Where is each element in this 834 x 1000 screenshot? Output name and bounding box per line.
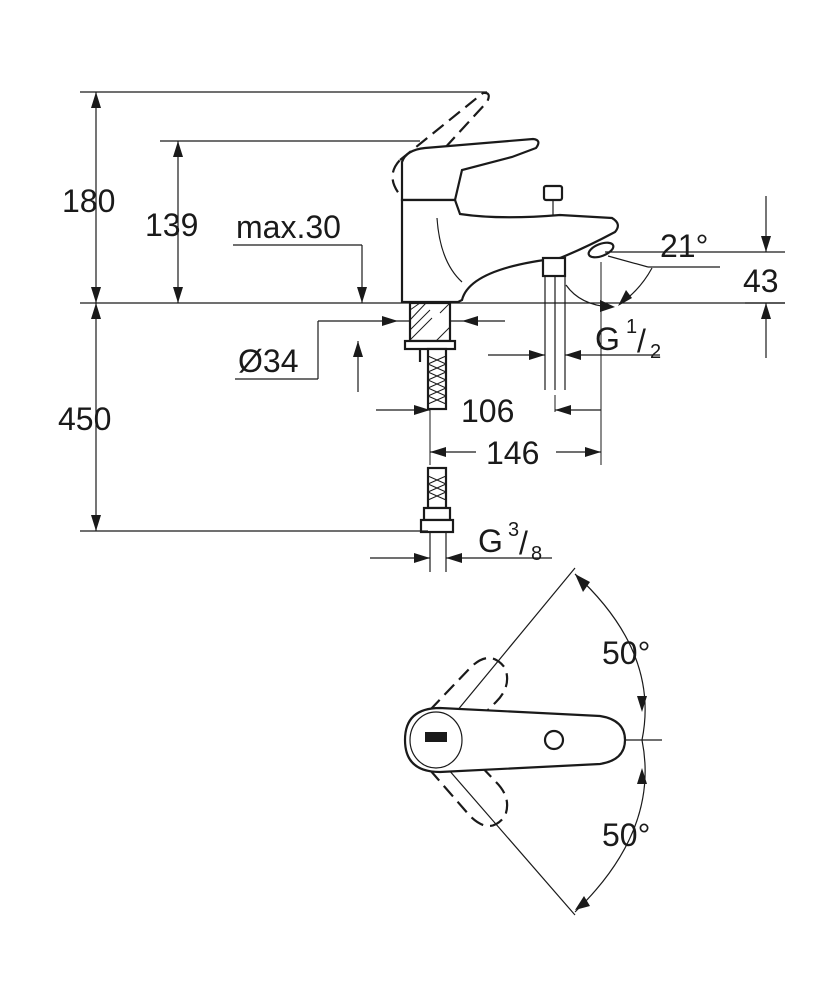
spout-body <box>400 198 619 304</box>
dim-max30 <box>233 244 367 303</box>
dim-g-outlet <box>488 284 660 360</box>
dim-106 <box>376 405 601 415</box>
lever-rotated-down <box>429 741 509 828</box>
dim-g-inlet <box>370 553 552 563</box>
label-g-inlet-slash: / <box>519 525 528 561</box>
lever-rotated-up <box>429 656 509 741</box>
diverter-top-view <box>543 729 565 751</box>
label-106: 106 <box>461 393 514 429</box>
label-21: 21° <box>660 228 708 264</box>
supply-hose <box>418 347 455 572</box>
label-g-inlet-num: 3 <box>508 519 519 541</box>
dim-139 <box>160 140 420 303</box>
label-g-inlet-den: 8 <box>531 543 542 565</box>
mounting-block <box>403 301 457 351</box>
label-139: 139 <box>145 207 198 243</box>
label-50-down: 50° <box>602 817 650 853</box>
label-50-up: 50° <box>602 635 650 671</box>
label-450: 450 <box>58 401 111 437</box>
label-g-outlet-base: G <box>595 321 620 357</box>
spout-outlet <box>587 241 615 259</box>
label-g-outlet-den: 2 <box>650 341 661 363</box>
dim-deck-bottom <box>353 341 363 392</box>
handshower-connector <box>541 256 567 390</box>
dim-180 <box>80 91 487 303</box>
diverter-knob <box>542 184 564 216</box>
lever-closed <box>400 137 540 202</box>
dim-43 <box>605 196 785 358</box>
dim-angle-21 <box>607 255 720 306</box>
spout-inner-curve <box>436 217 463 283</box>
label-diameter: Ø34 <box>238 343 298 379</box>
brand-logo <box>425 732 447 742</box>
label-180: 180 <box>62 183 115 219</box>
label-146: 146 <box>486 435 539 471</box>
label-max30: max.30 <box>236 209 341 245</box>
dim-450 <box>80 303 428 532</box>
label-g-inlet-base: G <box>478 523 503 559</box>
label-43: 43 <box>743 263 779 299</box>
label-g-outlet-num: 1 <box>626 316 637 338</box>
lever-top-view <box>403 706 627 774</box>
label-g-outlet-slash: / <box>637 323 646 359</box>
dim-146 <box>430 447 601 457</box>
lever-cap <box>409 711 463 769</box>
